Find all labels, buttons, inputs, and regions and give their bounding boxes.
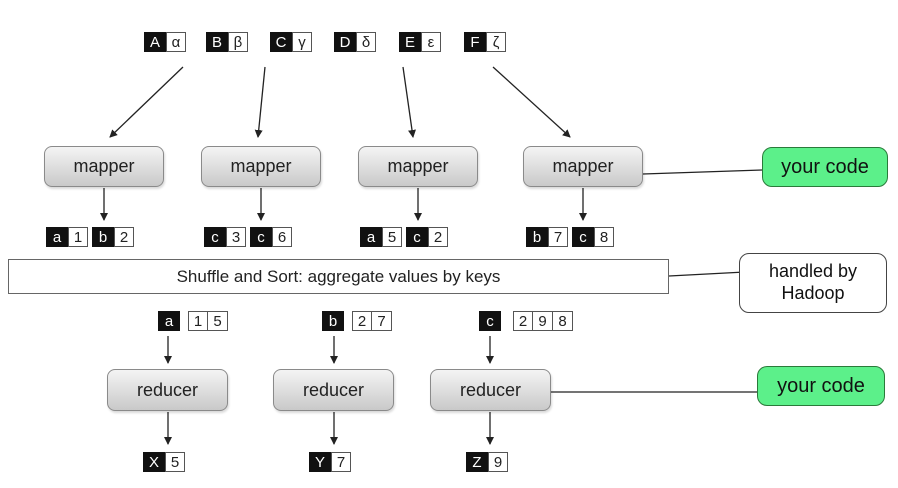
input-key: B [206, 32, 228, 52]
input-to-mapper-arrow [109, 66, 184, 138]
input-value: ζ [486, 32, 506, 52]
result-value: 7 [331, 452, 351, 472]
reducer-label: reducer [302, 379, 365, 400]
group-value: 2 [352, 311, 372, 331]
group-value: 5 [208, 311, 228, 331]
reducer-box-2: reducer [273, 369, 394, 411]
reducer-box-3: reducer [430, 369, 551, 411]
mapper-label: mapper [387, 156, 449, 176]
output-value: 5 [382, 227, 402, 247]
group-value: 9 [533, 311, 553, 331]
input-to-mapper-arrow [492, 66, 571, 138]
output-value: 1 [68, 227, 88, 247]
mapper-box-3: mapper [358, 146, 478, 187]
reducer-code-callout: your code [757, 366, 885, 406]
input-key: D [334, 32, 356, 52]
callout-text: your code [781, 155, 869, 178]
group-value: 2 [513, 311, 533, 331]
input-to-mapper-arrow [254, 66, 266, 138]
callout-text: your code [777, 374, 865, 397]
input-key: F [464, 32, 486, 52]
mapper-label: mapper [230, 156, 292, 176]
input-value: γ [292, 32, 312, 52]
shuffle-label: Shuffle and Sort: aggregate values by ke… [176, 266, 501, 286]
reducer-label: reducer [136, 379, 199, 400]
output-key: c [250, 227, 272, 247]
grouped-c: c 2 9 8 [479, 311, 573, 331]
output-key: c [406, 227, 428, 247]
mapper-output-1: a 1 b 2 [46, 227, 134, 247]
result-value: 5 [165, 452, 185, 472]
mapper-label: mapper [73, 156, 135, 176]
input-to-mapper-arrow [402, 66, 416, 138]
group-value: 7 [372, 311, 392, 331]
result-key: Y [309, 452, 331, 472]
mapper-label: mapper [552, 156, 614, 176]
reducer-output-z: Z 9 [466, 452, 508, 472]
input-pair-f: F ζ [464, 32, 506, 52]
result-key: Z [466, 452, 488, 472]
mapper-code-callout: your code [762, 147, 888, 187]
output-value: 2 [428, 227, 448, 247]
input-pair-d: D δ [334, 32, 376, 52]
mapper-box-1: mapper [44, 146, 164, 187]
input-value: ε [421, 32, 441, 52]
output-key: b [92, 227, 114, 247]
input-value: δ [356, 32, 376, 52]
output-value: 6 [272, 227, 292, 247]
reducer-output-y: Y 7 [309, 452, 351, 472]
mapper-output-4: b 7 c 8 [526, 227, 614, 247]
output-value: 3 [226, 227, 246, 247]
callout-text: handled by Hadoop [768, 261, 858, 303]
mapper-output-3: a 5 c 2 [360, 227, 448, 247]
input-key: E [399, 32, 421, 52]
output-key: a [360, 227, 382, 247]
output-key: c [204, 227, 226, 247]
group-key: a [158, 311, 180, 331]
output-value: 2 [114, 227, 134, 247]
group-key: b [322, 311, 344, 331]
reducer-output-x: X 5 [143, 452, 185, 472]
input-key: C [270, 32, 292, 52]
output-key: b [526, 227, 548, 247]
output-key: a [46, 227, 68, 247]
output-value: 7 [548, 227, 568, 247]
output-value: 8 [594, 227, 614, 247]
group-value: 8 [553, 311, 573, 331]
result-value: 9 [488, 452, 508, 472]
mapper-output-2: c 3 c 6 [204, 227, 292, 247]
mapper-callout-pointer [642, 169, 763, 175]
shuffle-sort-banner: Shuffle and Sort: aggregate values by ke… [8, 259, 669, 294]
mapper-box-4: mapper [523, 146, 643, 187]
grouped-a: a 1 5 [158, 311, 228, 331]
mapper-box-2: mapper [201, 146, 321, 187]
reducer-label: reducer [459, 379, 522, 400]
result-key: X [143, 452, 165, 472]
output-key: c [572, 227, 594, 247]
reducer-box-1: reducer [107, 369, 228, 411]
input-pair-c: C γ [270, 32, 312, 52]
input-value: α [166, 32, 186, 52]
input-key: A [144, 32, 166, 52]
input-value: β [228, 32, 248, 52]
input-pair-e: E ε [399, 32, 441, 52]
hadoop-callout: handled by Hadoop [739, 253, 887, 313]
grouped-b: b 2 7 [322, 311, 392, 331]
hadoop-callout-pointer [668, 271, 746, 277]
input-pair-a: A α [144, 32, 186, 52]
group-key: c [479, 311, 501, 331]
group-value: 1 [188, 311, 208, 331]
input-pair-b: B β [206, 32, 248, 52]
